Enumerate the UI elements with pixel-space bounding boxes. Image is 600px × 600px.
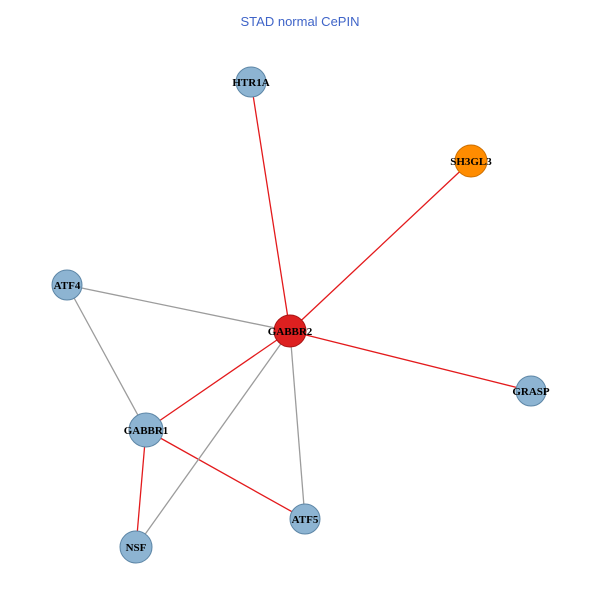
node-ATF4 (51, 269, 83, 301)
node-SH3GL3 (454, 144, 488, 178)
edge-GABBR2-GABBR1 (145, 330, 291, 431)
edge-ATF4-GABBR1 (66, 284, 147, 431)
nodes-layer (51, 66, 547, 564)
plot-title: STAD normal CePIN (241, 14, 360, 29)
edge-GABBR2-SH3GL3 (289, 160, 472, 332)
edge-GABBR1-ATF5 (145, 429, 306, 520)
node-GABBR1 (128, 412, 164, 448)
node-ATF5 (289, 503, 321, 535)
edge-GABBR2-NSF (135, 330, 291, 548)
node-GRASP (515, 375, 547, 407)
node-HTR1A (235, 66, 267, 98)
edges-layer (66, 81, 532, 548)
node-GABBR2 (273, 314, 307, 348)
node-NSF (119, 530, 153, 564)
edge-GABBR2-ATF5 (289, 330, 306, 520)
edge-GABBR1-NSF (135, 429, 147, 548)
edge-GABBR2-GRASP (289, 330, 532, 392)
edge-GABBR2-HTR1A (250, 81, 291, 332)
edge-GABBR2-ATF4 (66, 284, 291, 332)
